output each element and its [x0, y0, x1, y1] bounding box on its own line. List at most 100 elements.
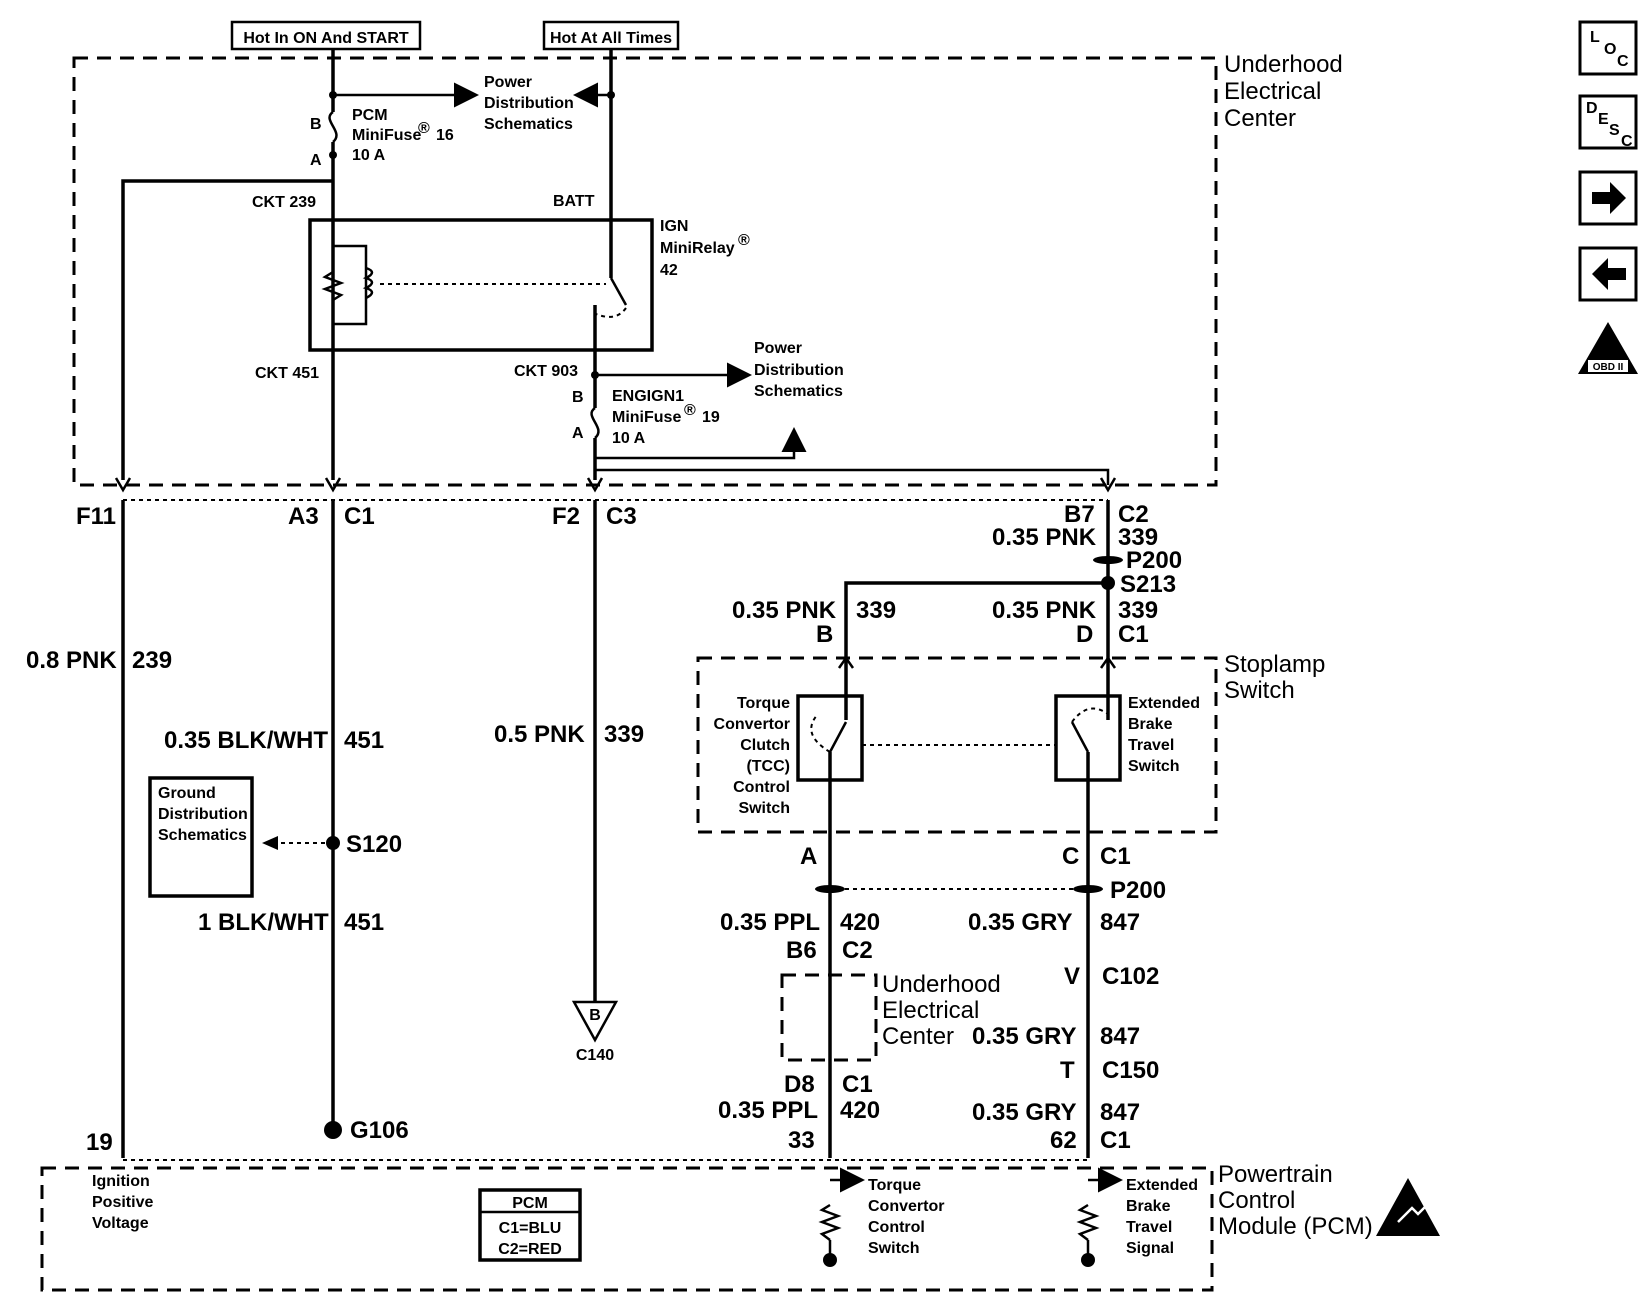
tcc-l1: Torque	[737, 695, 790, 712]
w420a-num: 420	[840, 909, 880, 936]
c140-label: C140	[576, 1047, 614, 1064]
stoplamp-pin-c: C	[1062, 843, 1079, 870]
lower-v: V	[1064, 963, 1080, 990]
location-nav-button[interactable]: L O C	[1578, 20, 1638, 76]
ebt-l1: Extended	[1128, 695, 1200, 712]
tcc-l3: Clutch	[740, 737, 790, 754]
w847c-color: 0.35 GRY	[972, 1099, 1077, 1126]
conn-a3: A3	[288, 503, 319, 530]
w339c-color: 0.5 PNK	[494, 721, 585, 748]
pdist-top-l2: Distribution	[484, 95, 574, 112]
lower-62: 62	[1050, 1127, 1077, 1154]
w847a-color: 0.35 GRY	[968, 909, 1073, 936]
w339b-num: 339	[856, 597, 896, 624]
lower-uec-l3: Center	[882, 1023, 954, 1050]
ground-dist-l1: Ground	[158, 785, 216, 802]
pcm-fuse-l2: MiniFuse	[352, 127, 421, 144]
w339d-color: 0.35 PNK	[992, 597, 1097, 624]
p200-lower-right-connector	[1073, 885, 1103, 893]
ground-dist-l3: Schematics	[158, 827, 247, 844]
lower-d8: D8	[784, 1071, 815, 1098]
description-nav-button[interactable]: D E S C	[1578, 94, 1638, 150]
stoplamp-pin-b: B	[816, 621, 833, 648]
stoplamp-c1-top: C1	[1118, 621, 1149, 648]
w339b-color: 0.35 PNK	[732, 597, 837, 624]
next-page-button[interactable]	[1578, 170, 1638, 226]
pcm-fuse-pin-a: A	[310, 152, 322, 169]
lower-c2: C2	[842, 937, 873, 964]
w420b-num: 420	[840, 1097, 880, 1124]
pcm-legend-c2: C2=RED	[498, 1241, 562, 1258]
c140-ground-triangle	[571, 1000, 619, 1043]
ckt239-tap-node	[329, 151, 337, 159]
pcm-title-l3: Module (PCM)	[1218, 1213, 1373, 1240]
loc-icon-o: O	[1604, 41, 1616, 58]
pcm-fuse-pin-b: B	[310, 116, 322, 133]
tcc-switch-in-arrow	[837, 655, 855, 669]
eng-fuse-pin-a: A	[572, 425, 584, 442]
ckt903-label: CKT 903	[514, 363, 578, 380]
conn-f11: F11	[76, 503, 116, 530]
tcc-l4: (TCC)	[746, 758, 790, 775]
w239-num: 239	[132, 647, 172, 674]
g106-label: G106	[350, 1117, 409, 1144]
ebs-l3: Travel	[1126, 1219, 1172, 1236]
eng-fuse-l2: MiniFuse	[612, 409, 681, 426]
p200-upper-connector	[1093, 556, 1123, 564]
ign-minirelay-box	[308, 218, 654, 352]
ebt-pcm-resistor	[1076, 1203, 1100, 1241]
lower-c1b: C1	[1100, 1127, 1131, 1154]
conn-c3: C3	[606, 503, 637, 530]
lower-uec-l1: Underhood	[882, 971, 1001, 998]
s213-branch-wire	[844, 581, 1108, 658]
pdist-top-l3: Schematics	[484, 116, 573, 133]
ebt-l2: Brake	[1128, 716, 1173, 733]
stoplamp-pin-a: A	[800, 843, 817, 870]
hot-in-on-box	[230, 20, 422, 51]
previous-page-button[interactable]	[1578, 246, 1638, 302]
stoplamp-pin-d: D	[1076, 621, 1093, 648]
lower-c1: C1	[842, 1071, 873, 1098]
pcm-title-l1: Powertrain	[1218, 1161, 1333, 1188]
ckt239-branch-wire	[121, 179, 333, 480]
w339c-num: 339	[604, 721, 644, 748]
pcm-minifuse-symbol	[328, 110, 338, 143]
pcm-title-l2: Control	[1218, 1187, 1295, 1214]
relay-l2: MiniRelay	[660, 240, 735, 257]
g106-ground	[324, 1121, 342, 1139]
loc-icon-l: L	[1590, 29, 1600, 46]
obd-ii-button[interactable]: OBD II	[1578, 322, 1638, 374]
lower-uec-boundary	[780, 973, 878, 1062]
pcm-fuse-num: 16	[436, 127, 454, 144]
w451b-num: 451	[344, 909, 384, 936]
ground-dist-l2: Distribution	[158, 806, 248, 823]
uec-title-l1: Underhood	[1224, 51, 1343, 78]
ebt-l4: Switch	[1128, 758, 1180, 775]
w847c-num: 847	[1100, 1099, 1140, 1126]
pdist-mid-l1: Power	[754, 340, 802, 357]
stoplamp-switch-boundary	[696, 656, 1218, 834]
tcs-l4: Switch	[868, 1240, 920, 1257]
uec-title-l3: Center	[1224, 105, 1296, 132]
ebs-l1: Extended	[1126, 1177, 1198, 1194]
lower-uec-l2: Electrical	[882, 997, 979, 1024]
pcm-fuse-reg: ®	[418, 120, 430, 137]
w451a-color: 0.35 BLK/WHT	[164, 727, 328, 754]
eng-fuse-l1: ENGIGN1	[612, 388, 684, 405]
w239-color: 0.8 PNK	[26, 647, 117, 674]
pcm-fuse-l1: PCM	[352, 107, 388, 124]
relay-coil-symbol	[362, 266, 374, 300]
tcc-pcm-ground	[823, 1253, 837, 1267]
ebt-l3: Travel	[1128, 737, 1174, 754]
uec-title-l2: Electrical	[1224, 78, 1321, 105]
w451a-num: 451	[344, 727, 384, 754]
pdist-top-l1: Power	[484, 74, 532, 91]
eng-fuse-num: 19	[702, 409, 720, 426]
s120-label: S120	[346, 831, 402, 858]
s213-label: S213	[1120, 571, 1176, 598]
w451b-color: 1 BLK/WHT	[198, 909, 329, 936]
ebs-l2: Brake	[1126, 1198, 1171, 1215]
pcm-fuse-l3: 10 A	[352, 147, 386, 164]
stoplamp-title-l1: Stoplamp	[1224, 651, 1325, 678]
tcc-l6: Switch	[738, 800, 790, 817]
